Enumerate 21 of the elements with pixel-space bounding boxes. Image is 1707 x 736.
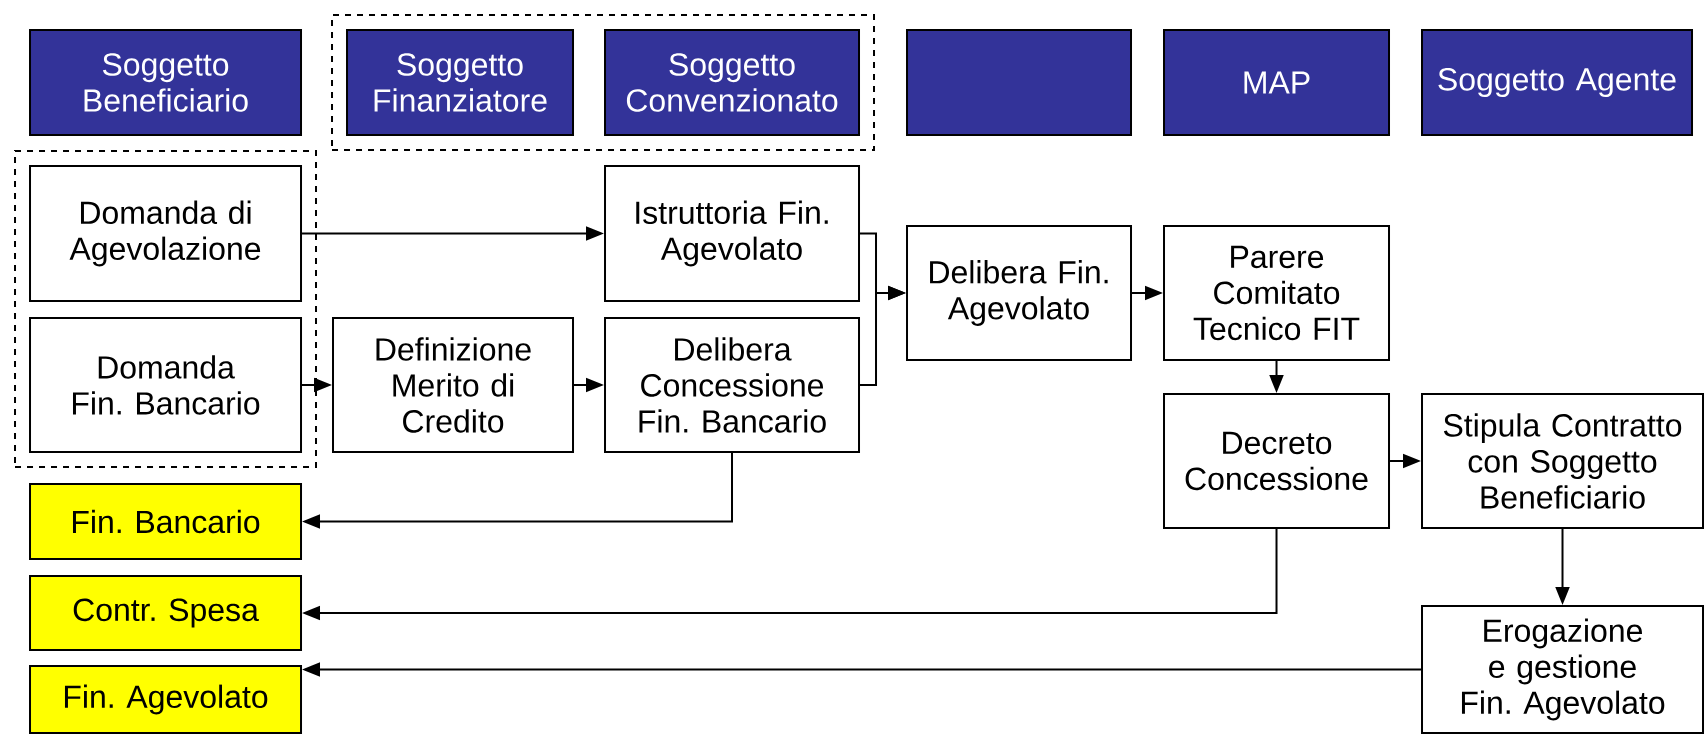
dashed-frame (331, 14, 875, 151)
header-box: Soggetto Beneficiario (29, 29, 302, 136)
output-box: Fin. Bancario (29, 483, 302, 560)
dashed-frame (14, 150, 317, 468)
process-box: Istruttoria Fin. Agevolato (604, 165, 860, 302)
output-box: Contr. Spesa (29, 575, 302, 651)
process-box: Parere Comitato Tecnico FIT (1163, 225, 1390, 361)
process-box: Decreto Concessione (1163, 393, 1390, 529)
process-box: Domanda Fin. Bancario (29, 317, 302, 453)
header-box (906, 29, 1132, 136)
process-box: Delibera Concessione Fin. Bancario (604, 317, 860, 453)
header-box: Soggetto Finanziatore (346, 29, 574, 136)
header-box: Soggetto Convenzionato (604, 29, 860, 136)
process-box: Delibera Fin. Agevolato (906, 225, 1132, 361)
process-box: Erogazione e gestione Fin. Agevolato (1421, 605, 1704, 734)
header-box: MAP (1163, 29, 1390, 136)
process-box: Definizione Merito di Credito (332, 317, 574, 453)
process-box: Domanda di Agevolazione (29, 165, 302, 302)
header-box: Soggetto Agente (1421, 29, 1693, 136)
output-box: Fin. Agevolato (29, 665, 302, 734)
process-box: Stipula Contratto con Soggetto Beneficiario (1421, 393, 1704, 529)
